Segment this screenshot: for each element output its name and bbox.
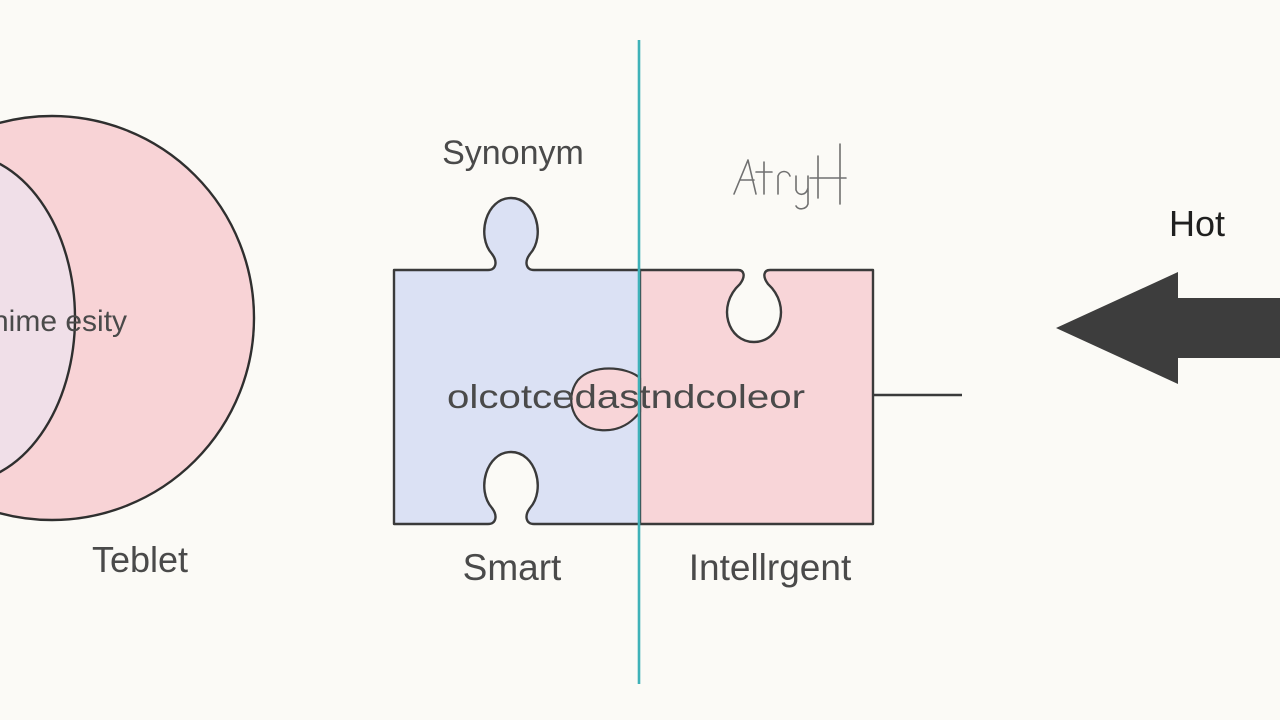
puzzle-center-knob: [570, 367, 642, 432]
left-arrow: Hot: [1056, 203, 1280, 384]
handwritten-note: [733, 143, 847, 210]
venn-caption: Teblet: [92, 539, 188, 580]
arrow-icon: [1056, 272, 1280, 384]
venn-inner-label: hime esity: [0, 305, 127, 338]
smart-caption: Smart: [463, 547, 562, 588]
venn-diagram: hime esity Teblet: [0, 114, 256, 580]
intelligent-caption: Intellrgent: [689, 547, 852, 588]
puzzle-center-label: olcotcedastndcoleor: [447, 378, 805, 415]
arrow-label: Hot: [1169, 203, 1225, 244]
venn-outer-circle: [0, 114, 256, 522]
venn-inner-circle: [0, 162, 77, 474]
right-puzzle-piece: [638, 268, 875, 526]
left-puzzle-piece: [392, 196, 642, 526]
synonym-label: Synonym: [442, 134, 584, 172]
